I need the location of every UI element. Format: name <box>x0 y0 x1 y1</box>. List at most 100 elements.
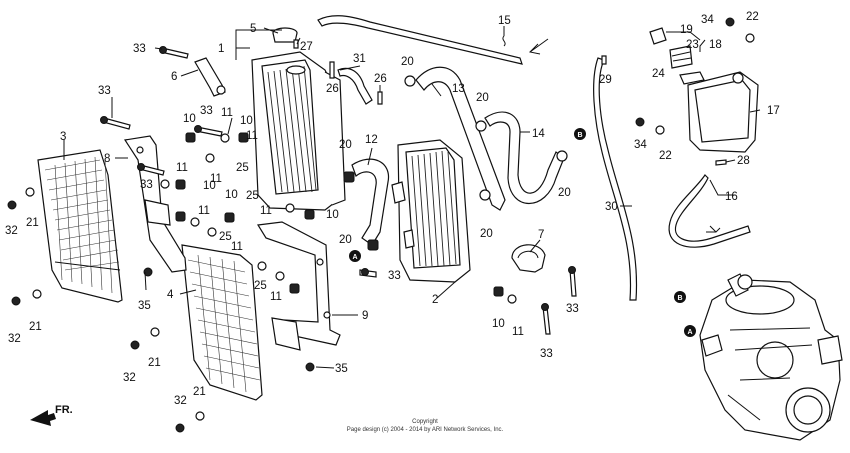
part-label-25: 25 <box>246 190 259 202</box>
part-label-35: 35 <box>138 300 151 312</box>
part-label-33: 33 <box>566 303 579 315</box>
part-label-21: 21 <box>148 357 161 369</box>
shroud-left-part <box>37 149 123 303</box>
hose-12-part <box>351 158 390 246</box>
part-label-14: 14 <box>532 128 545 140</box>
part-label-28: 28 <box>737 155 750 167</box>
part-label-11: 11 <box>270 291 282 303</box>
part-label-31: 31 <box>353 53 366 65</box>
part-labels: 1 2 3 4 5 6 7 8 9 10 10 10 10 10 10 11 1… <box>5 11 780 407</box>
part-label-33: 33 <box>388 270 401 282</box>
part-label-10: 10 <box>240 115 253 127</box>
part-label-32: 32 <box>8 333 21 345</box>
part-label-30: 30 <box>605 201 618 213</box>
part-label-17: 17 <box>767 105 780 117</box>
hose-13-part <box>415 66 506 211</box>
part-label-33: 33 <box>133 43 146 55</box>
part-label-16: 16 <box>725 191 738 203</box>
part-label-33: 33 <box>200 105 213 117</box>
part-label-10: 10 <box>326 209 339 221</box>
part-label-32: 32 <box>174 395 187 407</box>
part-label-11: 11 <box>176 162 188 174</box>
part-label-27: 27 <box>300 41 313 53</box>
part-label-10: 10 <box>225 189 238 201</box>
part-label-24: 24 <box>652 68 665 80</box>
part-label-32: 32 <box>5 225 18 237</box>
part-label-25: 25 <box>254 280 267 292</box>
bracket-left-part <box>123 135 187 273</box>
part-label-10: 10 <box>183 113 196 125</box>
part-label-20: 20 <box>339 139 352 151</box>
part-label-32: 32 <box>123 372 136 384</box>
hose-16-part <box>668 174 751 248</box>
part-label-33: 33 <box>98 85 111 97</box>
part-label-10: 10 <box>203 180 216 192</box>
part-label-20: 20 <box>476 92 489 104</box>
shroud-lower-part <box>181 244 263 401</box>
hose-31-part <box>337 67 373 105</box>
leader-lines <box>63 26 761 369</box>
bracket-right-part <box>257 221 341 351</box>
part-label-23: 23 <box>686 39 699 51</box>
radiator-right-part <box>391 139 471 283</box>
part-label-11: 11 <box>246 130 258 142</box>
svg-text:B: B <box>577 132 582 139</box>
part-label-6: 6 <box>171 71 177 83</box>
part-label-4: 4 <box>167 289 174 301</box>
part-label-29: 29 <box>599 74 612 86</box>
svg-text:Copyright: Copyright <box>412 419 438 425</box>
svg-text:B: B <box>677 295 682 302</box>
part-label-34: 34 <box>634 139 647 151</box>
part-label-11: 11 <box>231 241 243 253</box>
overflow-tube-30-part <box>593 57 638 301</box>
part-label-19: 19 <box>680 24 693 36</box>
part-label-8: 8 <box>104 153 110 165</box>
part-label-11: 11 <box>512 326 524 338</box>
hose-14-part <box>484 111 565 204</box>
stay-6-part <box>194 57 226 97</box>
ref-marker-b-bottom: B <box>674 291 686 303</box>
ref-marker-a-left: A <box>349 250 361 262</box>
part-label-12: 12 <box>365 134 378 146</box>
part-label-20: 20 <box>401 56 414 68</box>
ref-marker-b-top: B <box>574 128 586 140</box>
svg-text:A: A <box>687 329 692 336</box>
part-label-20: 20 <box>480 228 493 240</box>
part-label-26: 26 <box>326 83 339 95</box>
part-label-1: 1 <box>218 43 224 55</box>
part-label-33: 33 <box>540 348 553 360</box>
part-label-5: 5 <box>250 23 256 35</box>
engine-water-pump-part <box>699 273 843 441</box>
part-label-35: 35 <box>335 363 348 375</box>
copyright-notice: Copyright Page design (c) 2004 - 2014 by… <box>347 419 504 433</box>
ref-marker-a-right: A <box>684 325 696 337</box>
part-label-34: 34 <box>701 14 714 26</box>
svg-text:A: A <box>352 254 357 261</box>
radiator-left-part <box>251 51 346 211</box>
part-label-9: 9 <box>362 310 368 322</box>
part-label-25: 25 <box>219 231 232 243</box>
part-label-7: 7 <box>538 229 544 241</box>
part-label-18: 18 <box>709 39 722 51</box>
part-label-11: 11 <box>221 107 233 119</box>
part-label-22: 22 <box>659 150 672 162</box>
part-label-13: 13 <box>452 83 465 95</box>
svg-text:FR.: FR. <box>55 404 73 416</box>
part-label-11: 11 <box>210 173 222 185</box>
clamp-7-part <box>511 244 546 273</box>
part-label-25: 25 <box>236 162 249 174</box>
part-label-33: 33 <box>140 179 153 191</box>
reserve-tank-part <box>679 71 759 153</box>
part-label-22: 22 <box>746 11 759 23</box>
part-label-20: 20 <box>339 234 352 246</box>
part-label-11: 11 <box>198 205 210 217</box>
part-label-15: 15 <box>498 15 511 27</box>
part-label-11: 11 <box>260 205 272 217</box>
svg-text:Page design (c) 2004 - 2014 by: Page design (c) 2004 - 2014 by ARI Netwo… <box>347 427 504 433</box>
part-label-21: 21 <box>193 386 206 398</box>
fasteners <box>7 17 755 433</box>
part-label-20: 20 <box>558 187 571 199</box>
hose-upper-long-part <box>317 15 523 65</box>
part-label-3: 3 <box>60 131 66 143</box>
